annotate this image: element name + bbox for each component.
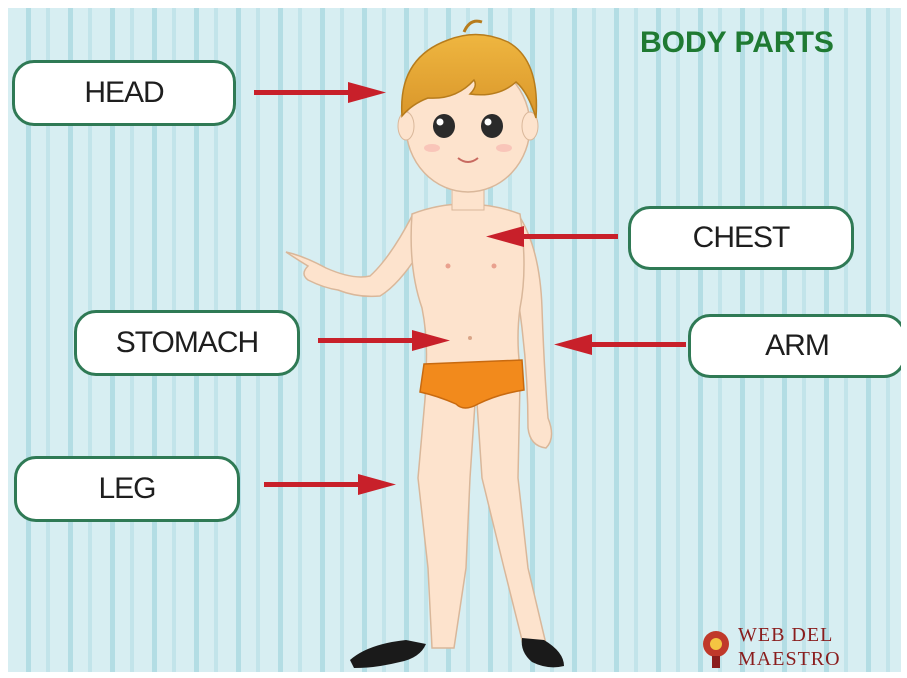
right-shoe — [522, 638, 564, 667]
pointing-arm — [286, 216, 422, 296]
arrow-arm — [554, 334, 686, 355]
legs — [418, 383, 546, 648]
label-chest: CHEST — [628, 206, 854, 270]
label-arm: ARM — [688, 314, 901, 378]
diagram-title: BODY PARTS — [640, 26, 834, 60]
arrow-head — [254, 82, 386, 103]
label-head: HEAD — [12, 60, 236, 126]
watermark-emblem-icon — [696, 626, 736, 672]
arrow-leg — [264, 474, 396, 495]
watermark-logo: WEB DEL MAESTRO — [688, 622, 898, 672]
label-stomach: STOMACH — [74, 310, 300, 376]
watermark-line-2: MAESTRO — [738, 648, 841, 671]
label-leg: LEG — [14, 456, 240, 522]
diagram-canvas: BODY PARTS HEAD CHEST STOMACH ARM LEG WE… — [8, 8, 901, 672]
head — [398, 21, 538, 192]
left-shoe — [350, 640, 426, 668]
watermark-line-1: WEB DEL — [738, 624, 833, 647]
